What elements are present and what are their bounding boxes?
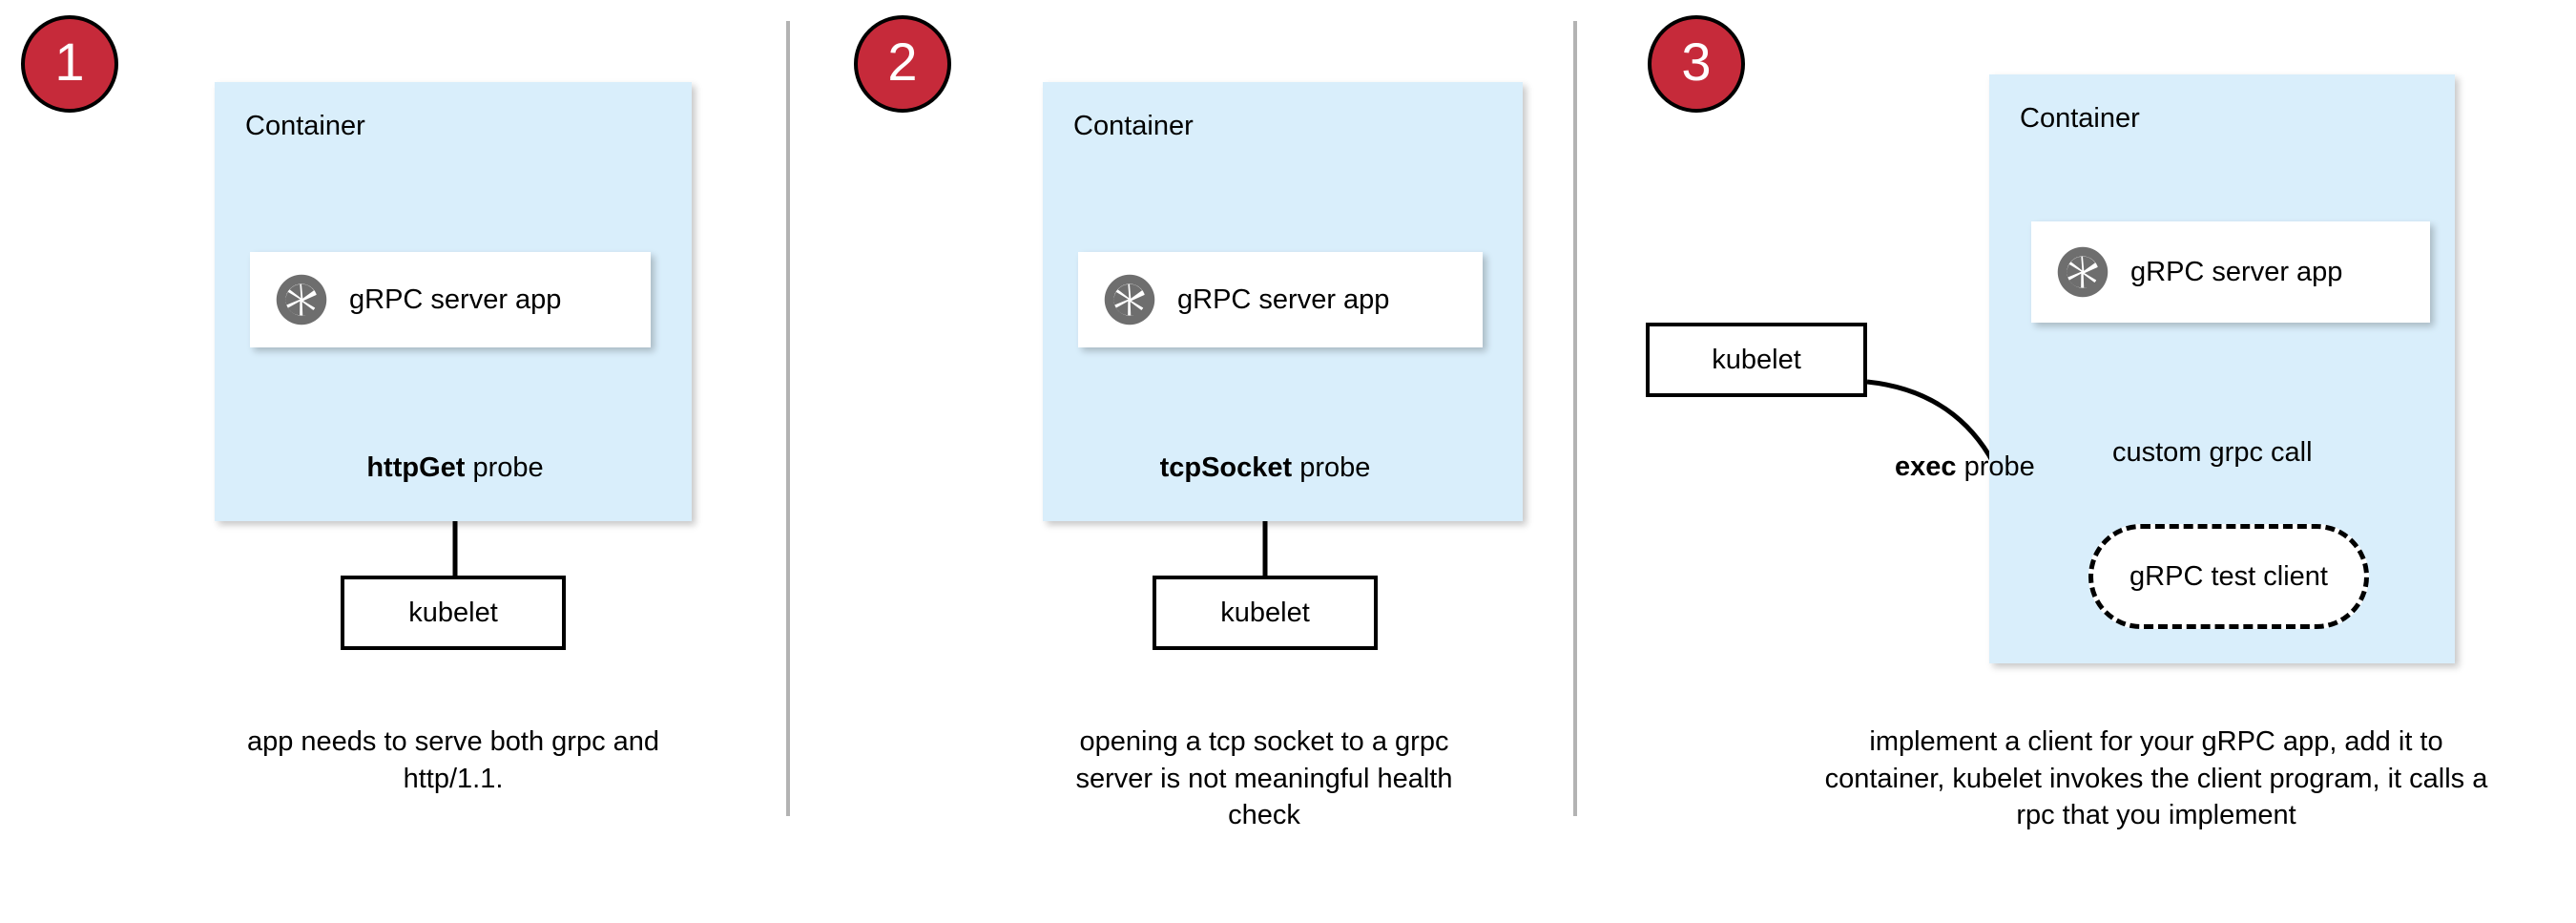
grpc-aperture-icon (276, 274, 327, 325)
panel-3-probe-label: exec probe (1895, 451, 2124, 483)
panel-3-custom-grpc-call-label: custom grpc call (2112, 437, 2313, 468)
panel-3-grpc-test-client-label: gRPC test client (2129, 560, 2328, 592)
panel-1-kubelet-label: kubelet (408, 597, 498, 628)
panel-3-container-label: Container (2020, 103, 2140, 134)
panel-3-kubelet-box: kubelet (1646, 323, 1867, 397)
panel-1-container-label: Container (245, 111, 365, 141)
panel-3-probe-suffix: probe (1956, 451, 2035, 482)
panel-1-grpc-server-app-card: gRPC server app (250, 252, 651, 347)
panel-2-container-label: Container (1073, 111, 1194, 141)
panel-1-probe-type: httpGet (366, 452, 466, 483)
panel-3-grpc-server-app-label: gRPC server app (2130, 256, 2343, 287)
panel-2-probe-label: tcpSocket probe (1132, 452, 1399, 484)
panel-2-kubelet-label: kubelet (1220, 597, 1310, 628)
panel-2-grpc-server-app-card: gRPC server app (1078, 252, 1483, 347)
panel-2-probe-suffix: probe (1292, 452, 1371, 483)
panel-3-grpc-test-client: gRPC test client (2088, 524, 2369, 629)
step-badge-2-number: 2 (887, 31, 918, 92)
panel-1-probe-suffix: probe (465, 452, 544, 483)
step-badge-1: 1 (21, 15, 118, 113)
panel-1-caption: app needs to serve both grpc and http/1.… (246, 726, 660, 794)
panel-1-grpc-server-app-label: gRPC server app (349, 283, 562, 315)
panel-2-probe-type: tcpSocket (1159, 452, 1293, 483)
panel-1-probe-label: httpGet probe (341, 452, 570, 484)
panel-2-caption: opening a tcp socket to a grpc server is… (1075, 726, 1453, 831)
panel-3-caption: implement a client for your gRPC app, ad… (1824, 726, 2488, 831)
panel-2-kubelet-box: kubelet (1153, 576, 1378, 650)
panel-3-probe-type: exec (1895, 451, 1957, 482)
step-badge-3: 3 (1648, 15, 1745, 113)
panel-divider-1 (786, 21, 790, 816)
panel-divider-2 (1573, 21, 1577, 816)
grpc-aperture-icon (1104, 274, 1155, 325)
step-badge-1-number: 1 (54, 31, 85, 92)
panel-1-kubelet-box: kubelet (341, 576, 566, 650)
panel-3-grpc-server-app-card: gRPC server app (2031, 221, 2430, 323)
step-badge-2: 2 (854, 15, 951, 113)
grpc-aperture-icon (2057, 246, 2109, 298)
panel-2-grpc-server-app-label: gRPC server app (1177, 283, 1390, 315)
panel-3-kubelet-label: kubelet (1712, 344, 1801, 375)
step-badge-3-number: 3 (1681, 31, 1712, 92)
